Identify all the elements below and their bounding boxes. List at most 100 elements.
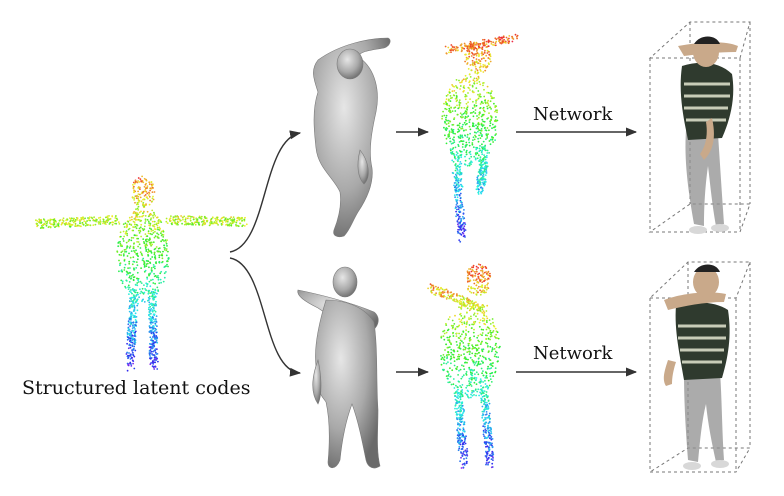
point-cloud-vertex	[153, 318, 155, 321]
point-cloud-vertex	[150, 350, 153, 353]
point-cloud-vertex	[130, 291, 132, 294]
point-cloud-vertex	[225, 224, 227, 226]
point-cloud-vertex	[156, 368, 159, 370]
point-cloud-vertex	[465, 141, 468, 144]
point-cloud-vertex	[149, 258, 152, 260]
point-cloud-vertex	[462, 297, 465, 300]
point-cloud-vertex	[149, 309, 152, 312]
point-cloud-vertex	[514, 33, 517, 36]
point-cloud-vertex	[476, 52, 478, 55]
point-cloud-vertex	[492, 44, 494, 46]
point-cloud-vertex	[54, 219, 57, 222]
point-cloud-vertex	[476, 336, 479, 339]
point-cloud-vertex	[485, 328, 488, 331]
point-cloud-vertex	[478, 278, 481, 281]
point-cloud-vertex	[475, 124, 477, 127]
point-cloud-vertex	[135, 289, 137, 292]
point-cloud-vertex	[465, 102, 468, 105]
point-cloud-vertex	[81, 222, 84, 225]
point-cloud-vertex	[480, 179, 483, 181]
point-cloud-vertex	[485, 288, 488, 291]
point-cloud-vertex	[461, 134, 463, 137]
point-cloud-vertex	[148, 297, 151, 300]
point-cloud-vertex	[470, 307, 473, 310]
point-cloud-vertex	[482, 146, 485, 149]
point-cloud-vertex	[61, 221, 64, 224]
point-cloud-vertex	[441, 115, 444, 118]
point-cloud-vertex	[51, 218, 53, 221]
point-cloud-vertex	[133, 367, 136, 370]
point-cloud-vertex	[477, 62, 480, 64]
point-cloud-vertex	[485, 156, 488, 159]
point-cloud-vertex	[476, 69, 479, 72]
point-cloud-vertex	[496, 351, 498, 354]
point-cloud-vertex	[174, 215, 177, 218]
point-cloud-vertex	[452, 85, 454, 87]
point-cloud-vertex	[141, 215, 143, 218]
point-cloud-vertex	[460, 418, 463, 421]
point-cloud-vertex	[447, 374, 450, 377]
point-cloud-vertex	[474, 112, 477, 114]
point-cloud-vertex	[486, 377, 488, 379]
point-cloud-vertex	[154, 247, 157, 250]
point-cloud-vertex	[460, 448, 463, 451]
point-cloud-vertex	[104, 221, 107, 224]
point-cloud-vertex	[448, 296, 451, 298]
point-cloud-vertex	[454, 146, 457, 149]
point-cloud-vertex	[478, 150, 481, 153]
point-cloud-vertex	[110, 221, 113, 224]
point-cloud-vertex	[455, 367, 458, 370]
point-cloud-vertex	[487, 99, 490, 102]
point-cloud-vertex	[474, 61, 477, 64]
point-cloud-vertex	[150, 244, 153, 247]
point-cloud-vertex	[466, 307, 469, 310]
point-cloud-vertex	[444, 134, 446, 137]
point-cloud-vertex	[475, 104, 478, 107]
point-cloud-vertex	[143, 205, 146, 208]
point-cloud-vertex	[167, 265, 169, 268]
point-cloud-vertex	[472, 361, 475, 364]
point-cloud-vertex	[463, 47, 465, 50]
point-cloud-vertex	[130, 363, 132, 365]
point-cloud-vertex	[476, 152, 479, 155]
point-cloud-vertex	[488, 434, 491, 436]
point-cloud-vertex	[455, 92, 457, 94]
point-cloud-vertex	[484, 418, 487, 421]
point-cloud-vertex	[148, 301, 151, 304]
point-cloud-vertex	[454, 314, 456, 317]
point-cloud-vertex	[472, 307, 475, 310]
point-cloud-vertex	[484, 286, 486, 289]
point-cloud-vertex	[150, 187, 153, 190]
point-cloud-vertex	[455, 165, 458, 168]
point-cloud-vertex	[152, 363, 155, 365]
point-cloud-vertex	[114, 219, 117, 222]
point-cloud-vertex	[479, 93, 482, 96]
point-cloud-vertex	[475, 290, 478, 292]
point-cloud-vertex	[152, 216, 155, 219]
point-cloud-vertex	[133, 199, 136, 201]
point-cloud-vertex	[139, 215, 141, 218]
point-cloud-vertex	[486, 445, 488, 448]
point-cloud-vertex	[450, 106, 452, 109]
point-cloud-vertex	[150, 339, 152, 341]
point-cloud-vertex	[464, 348, 467, 351]
point-cloud-vertex	[487, 351, 490, 353]
point-cloud-vertex	[129, 358, 132, 360]
point-cloud-vertex	[127, 288, 130, 290]
point-cloud-vertex	[446, 336, 449, 339]
point-cloud-vertex	[474, 46, 477, 49]
point-cloud-vertex	[489, 454, 492, 456]
point-cloud-vertex	[472, 264, 475, 267]
point-cloud-vertex	[186, 217, 189, 220]
point-cloud-vertex	[489, 138, 492, 141]
point-cloud-vertex	[150, 304, 153, 307]
point-cloud-vertex	[136, 214, 138, 217]
point-cloud-vertex	[477, 277, 480, 279]
point-cloud-vertex	[236, 224, 239, 227]
point-cloud-vertex	[470, 373, 472, 375]
point-cloud-vertex	[126, 362, 129, 365]
point-cloud-vertex	[454, 328, 457, 331]
point-cloud-vertex	[475, 265, 478, 268]
point-cloud-vertex	[133, 197, 136, 200]
